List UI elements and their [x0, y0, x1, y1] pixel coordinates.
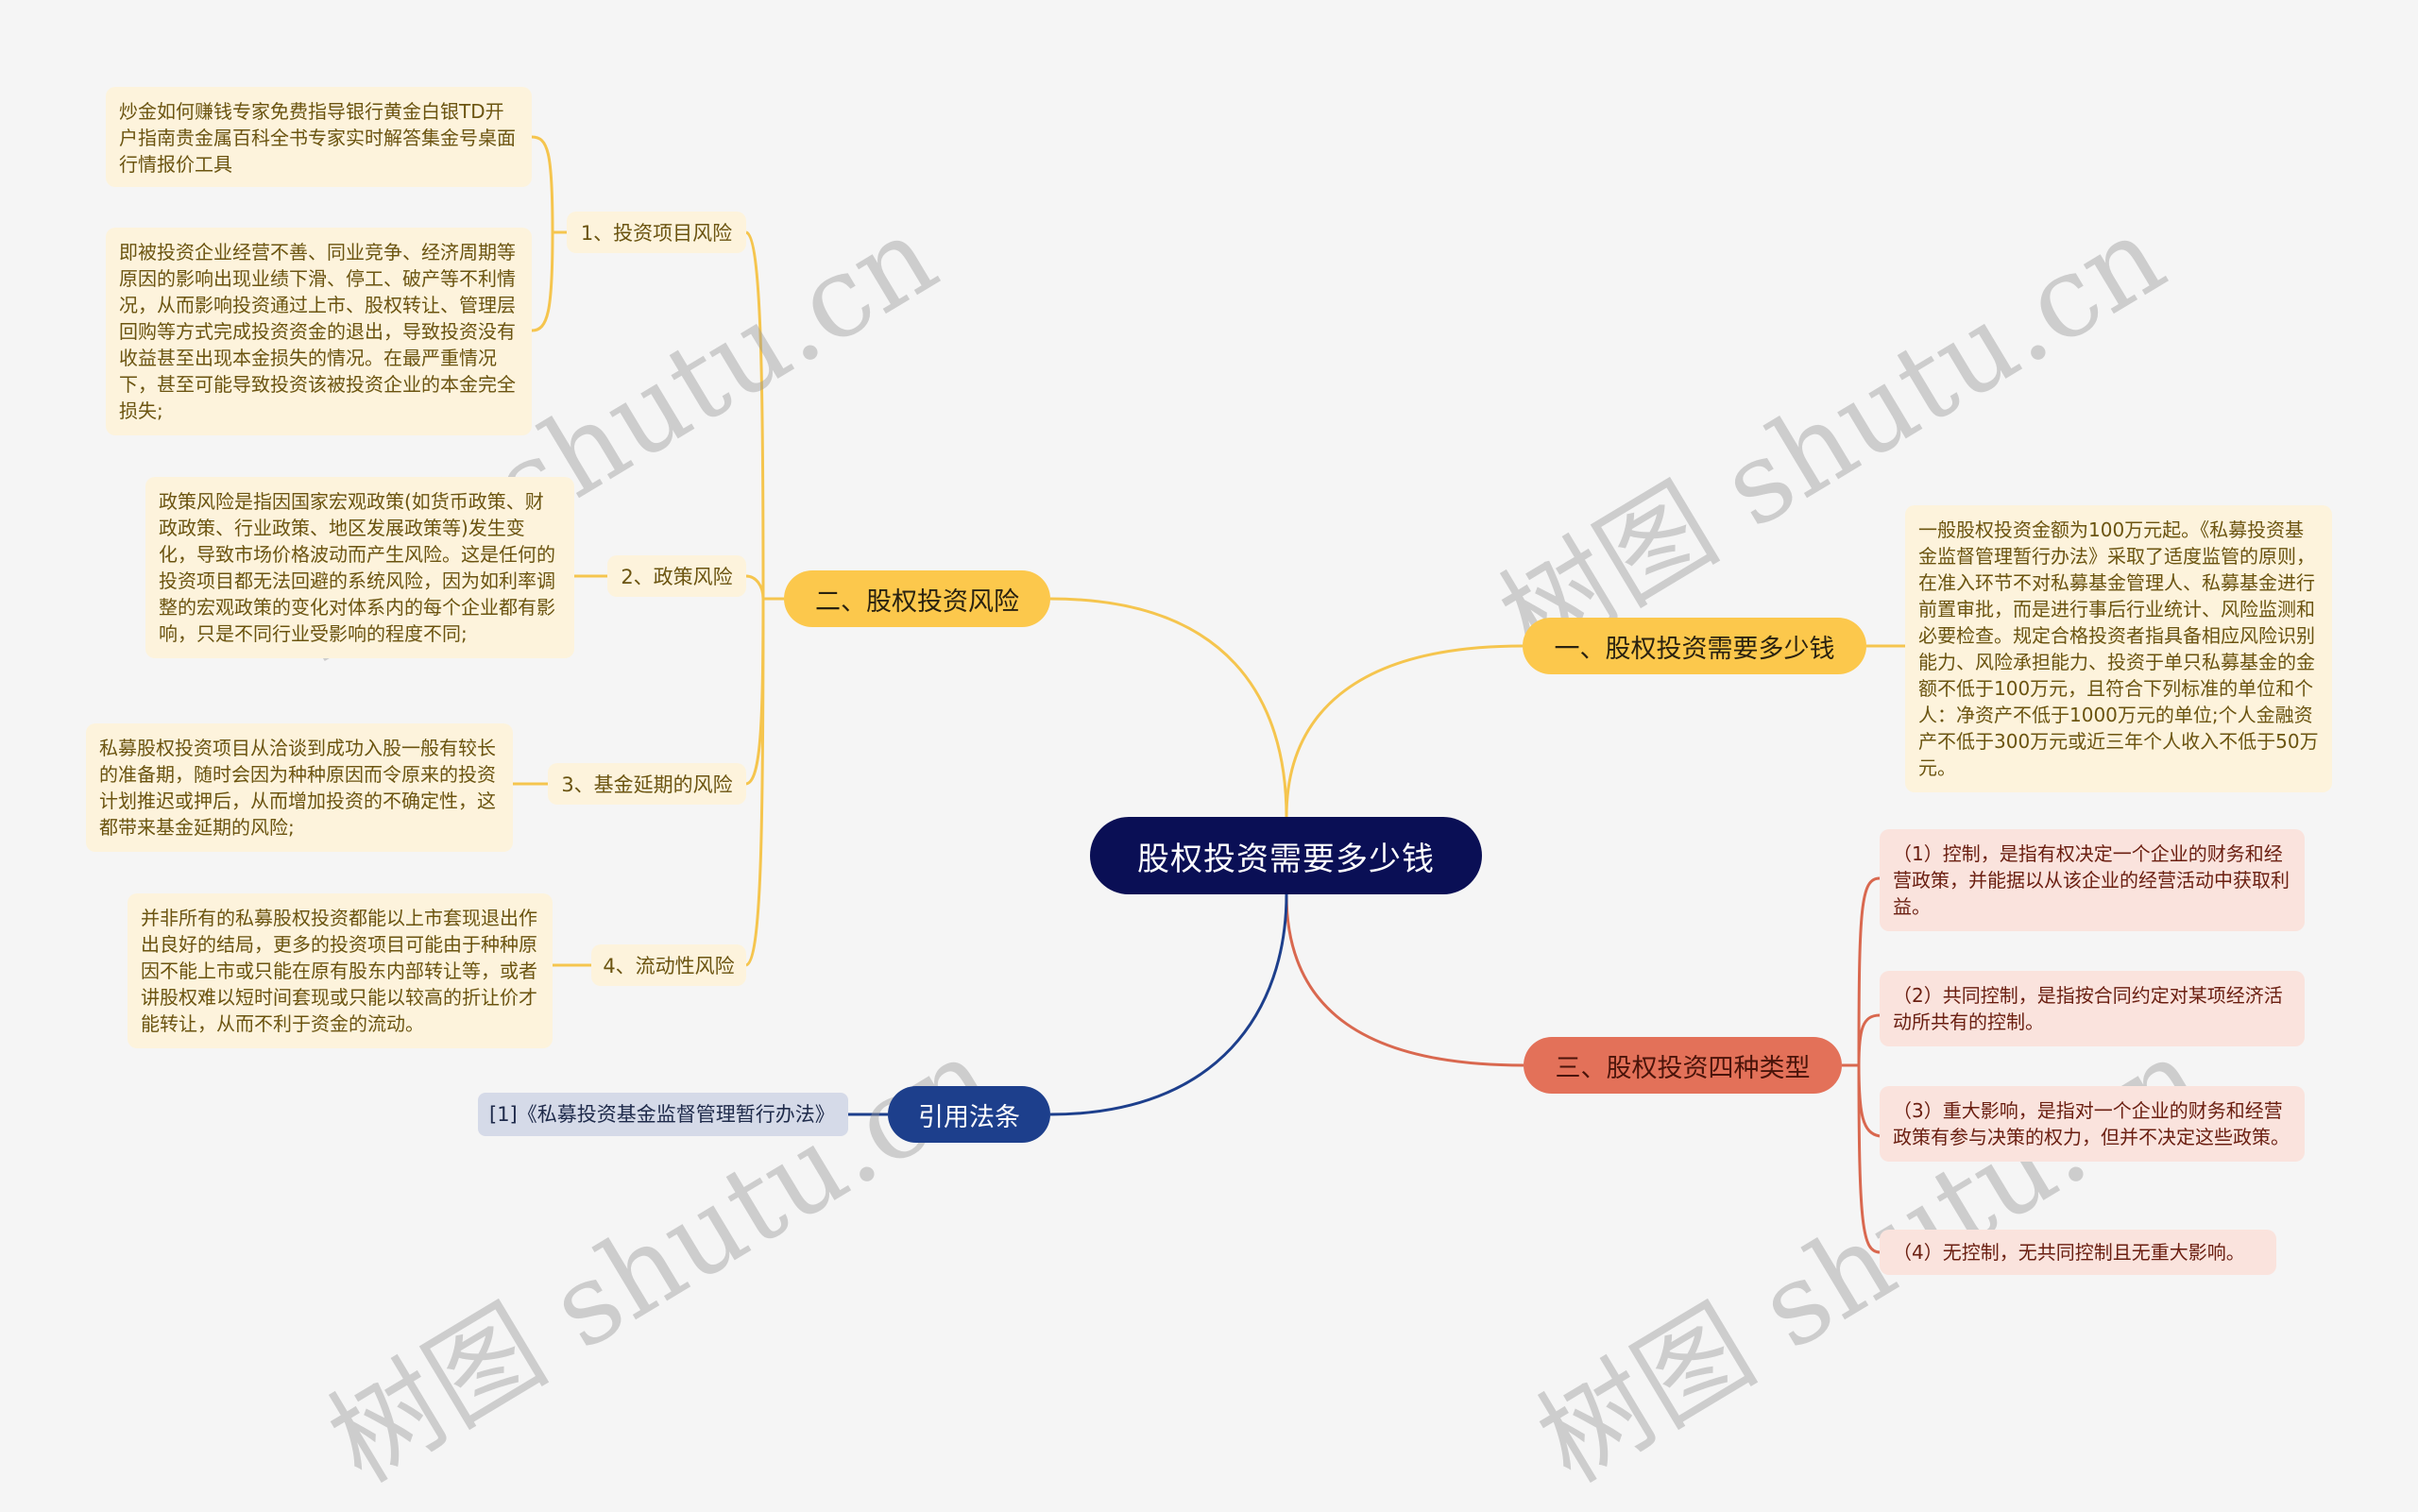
citation-item[interactable]: [1]《私募投资基金监督管理暂行办法》 [478, 1093, 848, 1136]
branch-amount[interactable]: 一、股权投资需要多少钱 [1523, 618, 1866, 674]
risk-fund-delay-detail[interactable]: 私募股权投资项目从洽谈到成功入股一般有较长的准备期，随时会因为种种原因而令原来的… [86, 723, 513, 852]
type-item[interactable]: （2）共同控制，是指按合同约定对某项经济活动所共有的控制。 [1880, 971, 2305, 1046]
risk-item-policy[interactable]: 2、政策风险 [607, 555, 746, 597]
branch-citations[interactable]: 引用法条 [888, 1086, 1050, 1143]
risk-project-detail-1[interactable]: 炒金如何赚钱专家免费指导银行黄金白银TD开户指南贵金属百科全书专家实时解答集金号… [106, 87, 532, 187]
watermark: 树图 shutu.cn [307, 1011, 1014, 1507]
risk-item-fund-delay[interactable]: 3、基金延期的风险 [548, 763, 746, 805]
type-item[interactable]: （3）重大影响，是指对一个企业的财务和经营政策有参与决策的权力，但并不决定这些政… [1880, 1086, 2305, 1162]
type-item[interactable]: （1）控制，是指有权决定一个企业的财务和经营政策，并能据以从该企业的经营活动中获… [1880, 829, 2305, 931]
risk-policy-detail[interactable]: 政策风险是指因国家宏观政策(如货币政策、财政政策、行业政策、地区发展政策等)发生… [145, 477, 574, 658]
root-topic[interactable]: 股权投资需要多少钱 [1090, 817, 1482, 894]
branch-types[interactable]: 三、股权投资四种类型 [1524, 1037, 1842, 1094]
mindmap-canvas: 树图 shutu.cn 树图 shutu.cn 树图 shutu.cn 树图 s… [86, 87, 2332, 1507]
risk-project-detail-2[interactable]: 即被投资企业经营不善、同业竞争、经济周期等原因的影响出现业绩下滑、停工、破产等不… [106, 228, 532, 435]
risk-liquidity-detail[interactable]: 并非所有的私募股权投资都能以上市套现退出作出良好的结局，更多的投资项目可能由于种… [128, 893, 553, 1048]
branch-risks[interactable]: 二、股权投资风险 [784, 570, 1050, 627]
type-item[interactable]: （4）无控制，无共同控制且无重大影响。 [1880, 1230, 2276, 1275]
risk-item-project[interactable]: 1、投资项目风险 [567, 212, 746, 253]
amount-detail[interactable]: 一般股权投资金额为100万元起。《私募投资基金监督管理暂行办法》采取了适度监管的… [1905, 505, 2332, 792]
risk-item-liquidity[interactable]: 4、流动性风险 [591, 944, 746, 986]
